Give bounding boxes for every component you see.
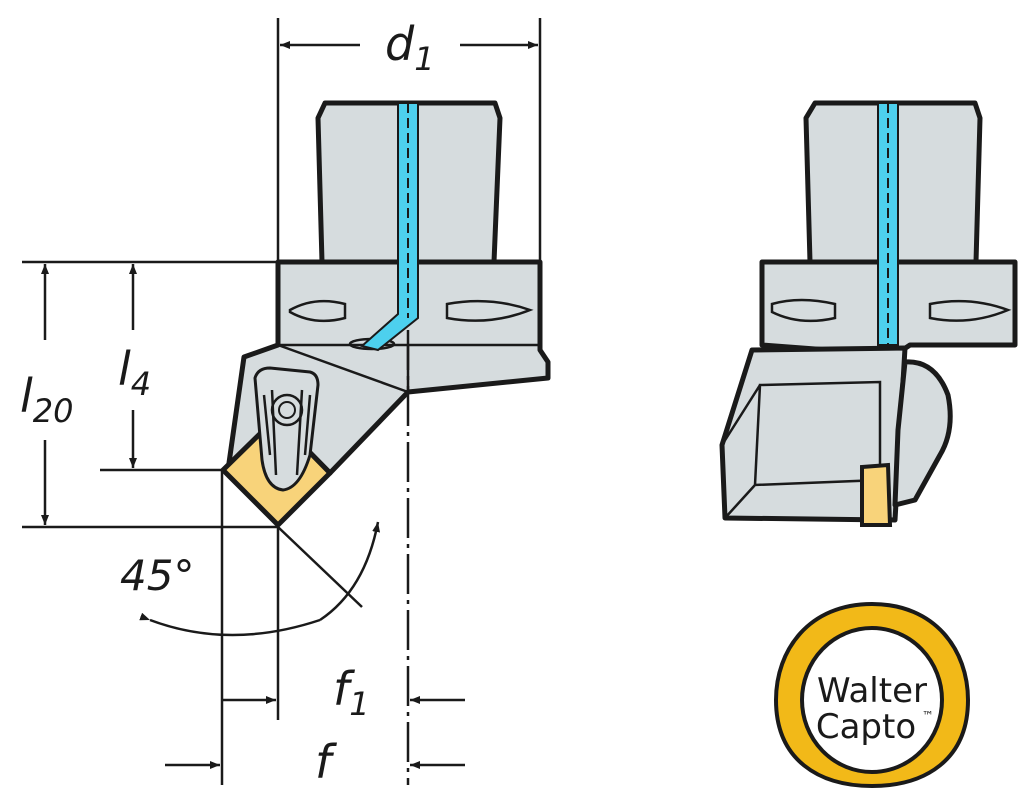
label-f1: f1 <box>333 662 370 723</box>
slot-right <box>445 299 534 322</box>
label-l20: l20 <box>20 369 74 430</box>
label-f: f <box>315 735 337 789</box>
label-l4: l4 <box>118 342 151 403</box>
dimension-lines <box>22 18 542 785</box>
svg-text:Walter: Walter <box>817 671 927 711</box>
label-d1: d1 <box>385 17 435 78</box>
label-angle: 45° <box>120 551 194 600</box>
dimension-labels: d1 l20 l4 45° f1 f <box>20 17 435 789</box>
walter-capto-logo: Walter Capto ™ <box>773 601 971 789</box>
coolant-channel <box>359 102 419 352</box>
svg-text:™: ™ <box>922 709 934 723</box>
svg-text:Capto: Capto <box>816 707 916 747</box>
right-insert <box>860 462 893 527</box>
slot-left <box>288 299 347 323</box>
left-view <box>220 100 551 528</box>
right-view <box>719 100 1018 527</box>
